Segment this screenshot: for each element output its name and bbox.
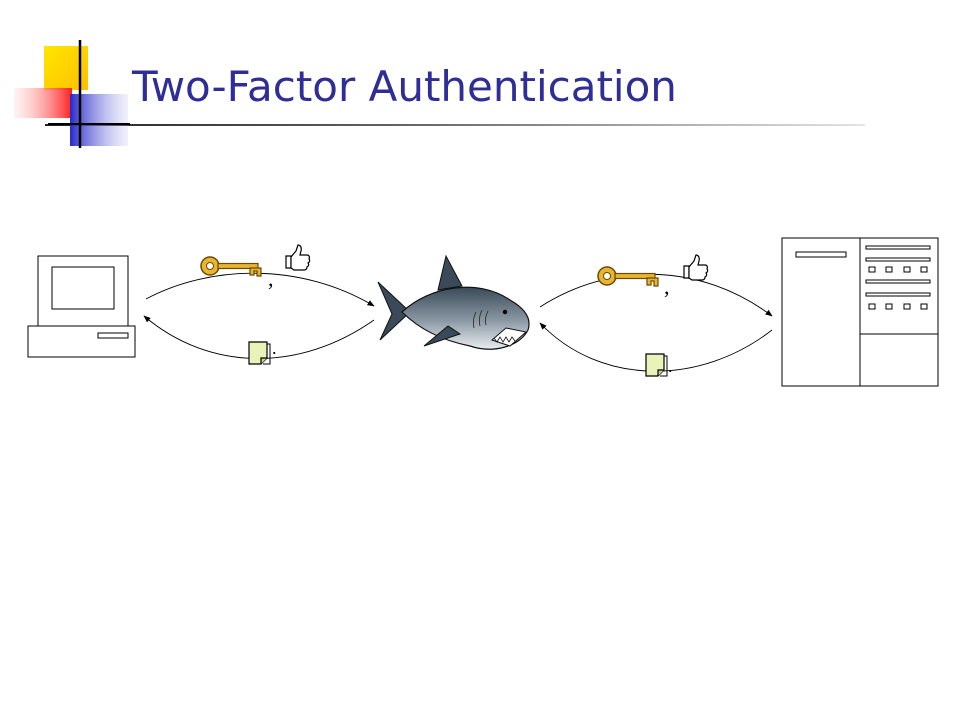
computer-icon	[27, 255, 136, 358]
slide-title: Two-Factor Authentication	[132, 62, 677, 111]
separator-left: ,	[268, 266, 274, 291]
thumbs-up-icon	[683, 254, 709, 281]
separator-right: ,	[664, 274, 670, 299]
arrow-computer-to-shark	[145, 272, 375, 307]
title-rule	[45, 124, 865, 126]
doc-dot-left: .	[272, 338, 277, 358]
document-icon	[248, 341, 271, 365]
doc-dot-right: .	[668, 356, 673, 376]
thumbs-up-icon	[285, 244, 311, 271]
document-icon	[645, 353, 668, 377]
corner-decoration	[14, 40, 130, 148]
key-icon	[200, 256, 262, 277]
shark-icon	[377, 254, 530, 350]
key-icon	[597, 266, 659, 287]
server-icon	[781, 237, 939, 387]
